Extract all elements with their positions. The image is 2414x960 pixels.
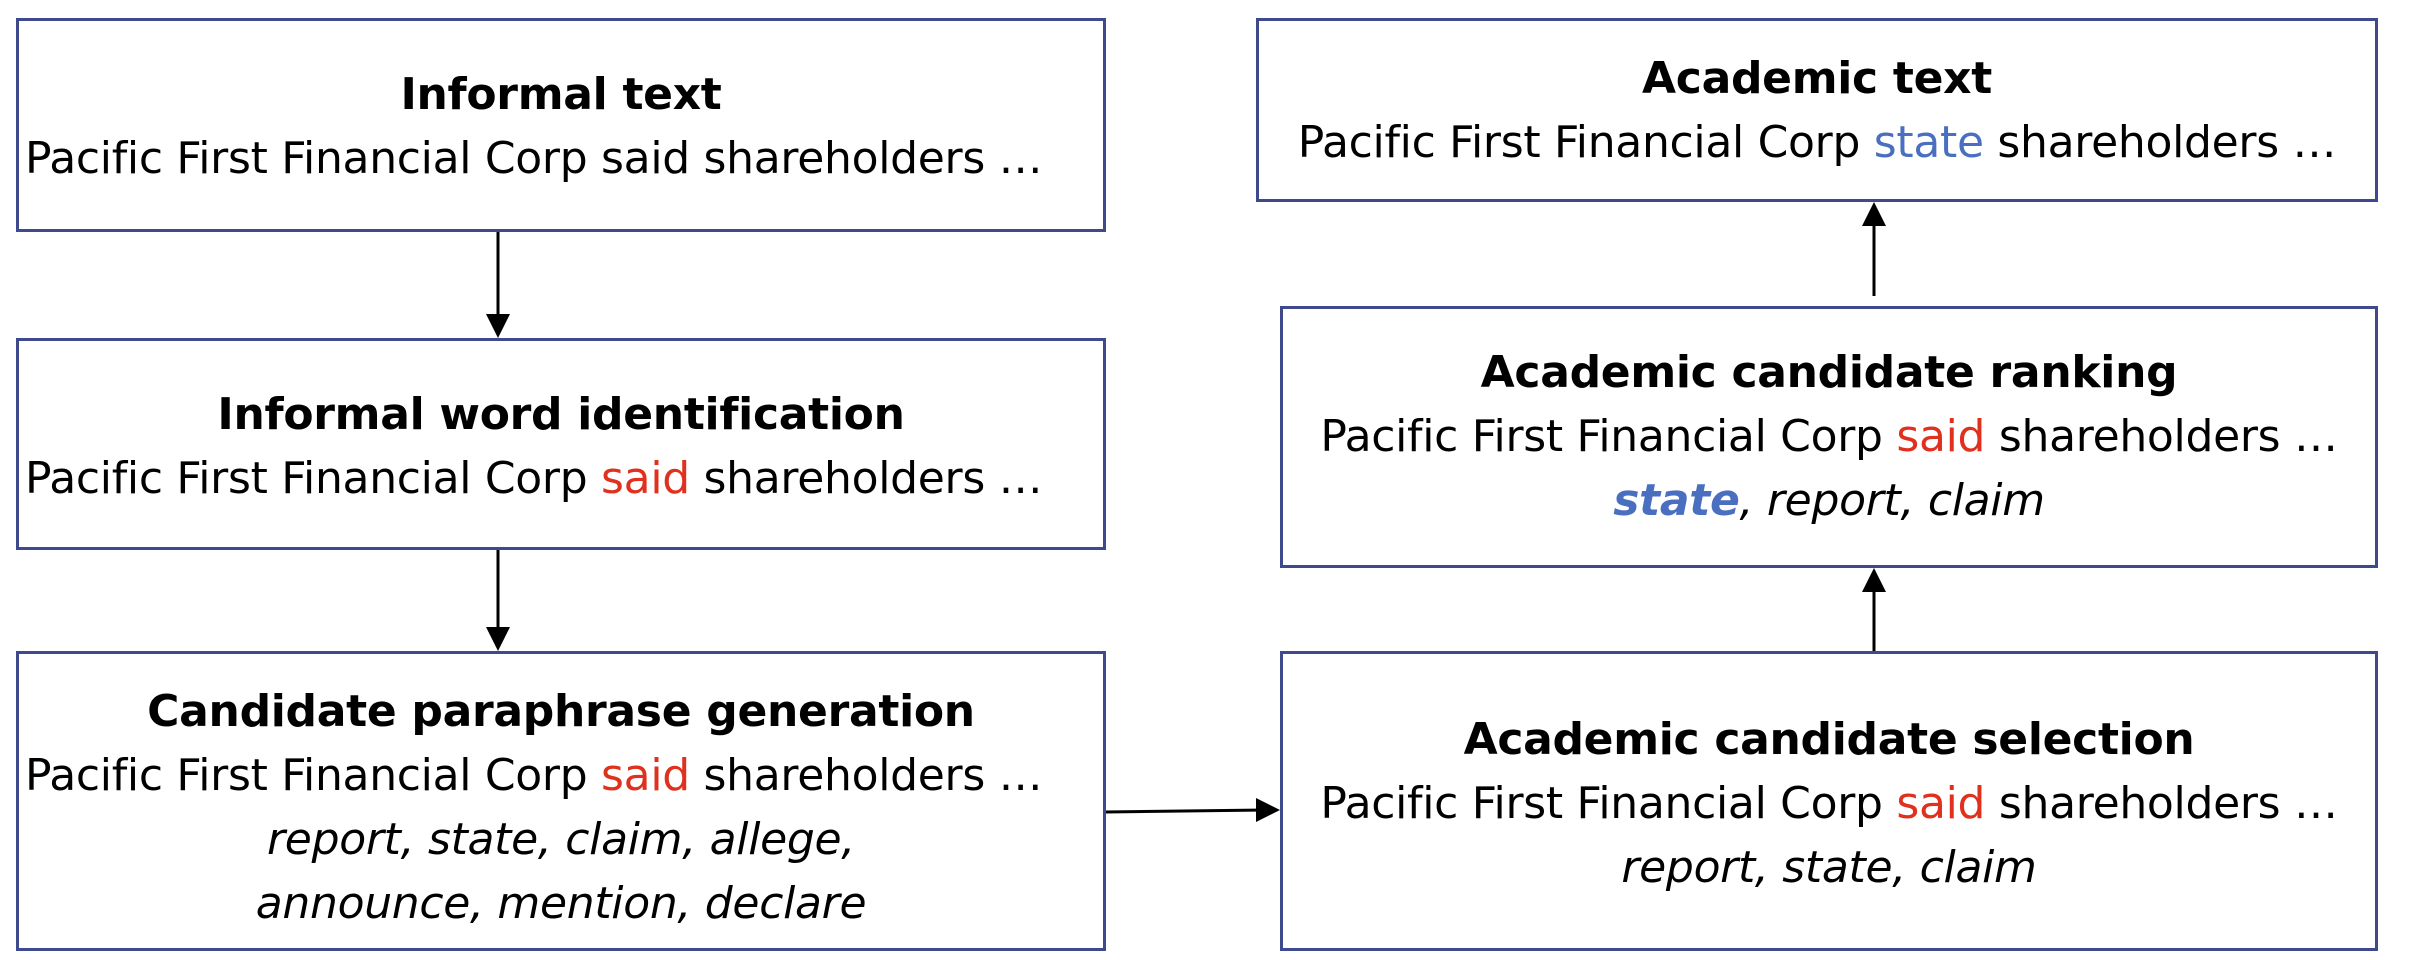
informal-word-identification-title: Informal word identification <box>217 389 905 440</box>
informal-text-sentence: Pacific First Financial Corp said shareh… <box>19 127 1103 191</box>
candidate-paraphrase-generation-sentence: Pacific First Financial Corp said shareh… <box>19 744 1103 808</box>
highlighted-informal-word: said <box>601 750 690 801</box>
sentence-prefix: Pacific First Financial Corp <box>25 133 602 184</box>
top-ranked-candidate: state <box>1613 475 1740 526</box>
informal-text-box: Informal text Pacific First Financial Co… <box>16 18 1106 232</box>
arrowhead-up <box>1862 568 1886 592</box>
sentence-suffix: shareholders … <box>1985 778 2338 829</box>
sentence-suffix: shareholders … <box>1985 411 2338 462</box>
arrowhead-right <box>1256 798 1280 822</box>
sentence-suffix: shareholders … <box>1983 117 2337 168</box>
academic-candidate-ranking-title: Academic candidate ranking <box>1480 347 2178 398</box>
sentence-suffix: shareholders … <box>689 453 1043 504</box>
arrowhead-down <box>486 627 510 651</box>
informal-word-identification-box: Informal word identification Pacific Fir… <box>16 338 1106 550</box>
sentence-prefix: Pacific First Financial Corp <box>25 750 602 801</box>
highlighted-informal-word: said <box>1896 778 1986 829</box>
sentence-suffix: shareholders … <box>689 750 1043 801</box>
candidate-paraphrase-generation-title: Candidate paraphrase generation <box>147 686 975 737</box>
sentence-prefix: Pacific First Financial Corp <box>1320 411 1897 462</box>
academic-text-box: Academic text Pacific First Financial Co… <box>1256 18 2378 202</box>
academic-candidate-ranking-sentence: Pacific First Financial Corp said shareh… <box>1283 405 2375 469</box>
sentence-prefix: Pacific First Financial Corp <box>25 453 602 504</box>
highlighted-academic-word: state <box>1873 117 1984 168</box>
sentence-prefix: Pacific First Financial Corp <box>1320 778 1897 829</box>
highlighted-informal-word: said <box>601 453 690 504</box>
academic-candidate-selection-sentence: Pacific First Financial Corp said shareh… <box>1283 772 2375 836</box>
informal-text-title: Informal text <box>400 69 722 120</box>
sentence-prefix: Pacific First Financial Corp <box>1297 117 1874 168</box>
arrow-generation-to-selection <box>1105 808 1266 814</box>
sentence-word: said <box>601 133 690 184</box>
arrowhead-up <box>1862 202 1886 226</box>
paraphrase-candidates-line-2: announce, mention, declare <box>255 878 867 929</box>
other-ranked-candidates: , report, claim <box>1739 475 2046 526</box>
informal-word-identification-sentence: Pacific First Financial Corp said shareh… <box>19 447 1103 511</box>
paraphrase-candidates-line-1: report, state, claim, allege, <box>267 814 855 865</box>
highlighted-informal-word: said <box>1896 411 1986 462</box>
sentence-suffix: shareholders … <box>689 133 1043 184</box>
academic-candidate-selection-box: Academic candidate selection Pacific Fir… <box>1280 651 2378 951</box>
arrowhead-down <box>486 314 510 338</box>
academic-candidate-selection-title: Academic candidate selection <box>1463 714 2195 765</box>
academic-text-title: Academic text <box>1642 53 1992 104</box>
candidate-paraphrase-generation-box: Candidate paraphrase generation Pacific … <box>16 651 1106 951</box>
academic-candidate-ranking-box: Academic candidate ranking Pacific First… <box>1280 306 2378 568</box>
ranked-candidates: state, report, claim <box>1283 469 2375 533</box>
academic-text-sentence: Pacific First Financial Corp state share… <box>1259 111 2375 175</box>
selected-candidates: report, state, claim <box>1621 842 2037 893</box>
